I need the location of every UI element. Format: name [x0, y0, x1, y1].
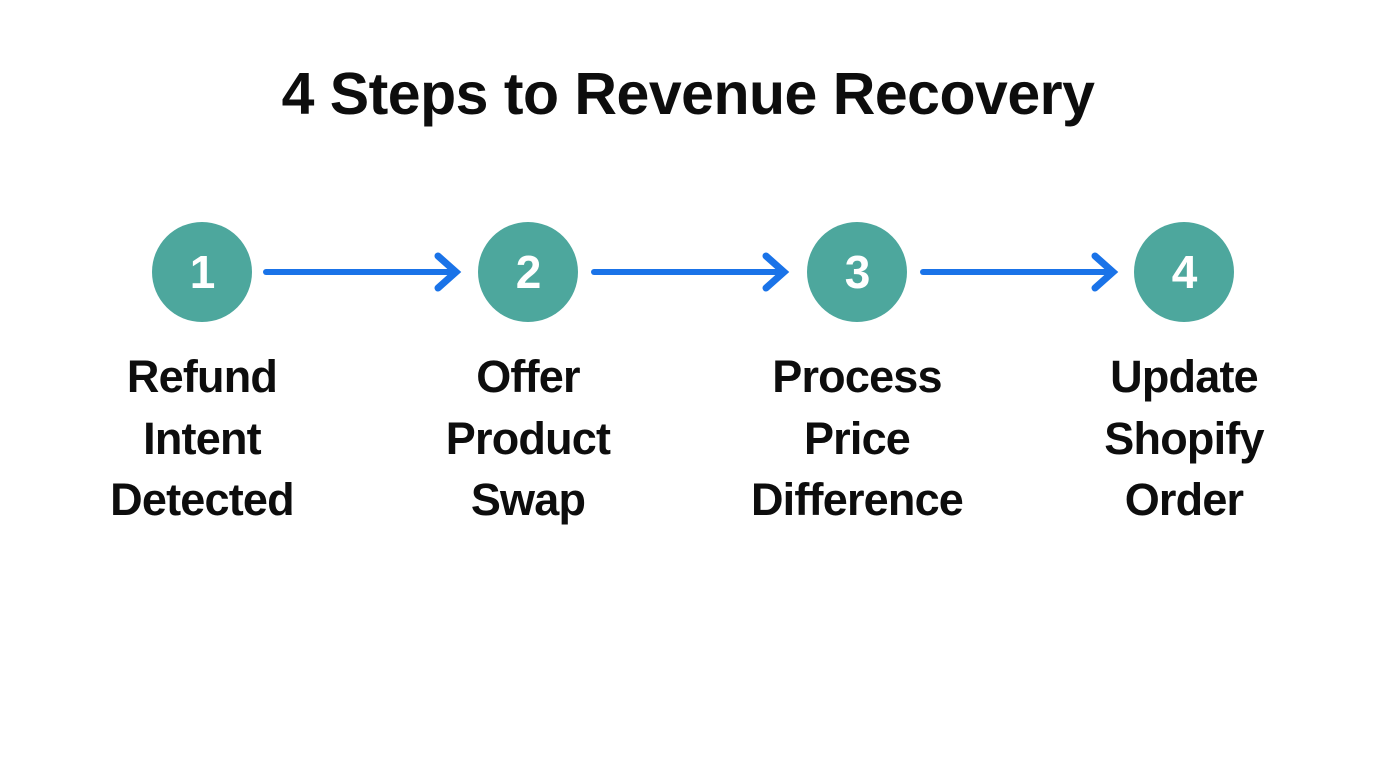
step-4-number: 4	[1171, 246, 1198, 298]
step-1[interactable]: 1 Refund Intent Detected	[72, 222, 332, 531]
step-3-number: 3	[844, 246, 871, 298]
step-3-circle: 3	[807, 222, 907, 322]
arrow-step-1-to-2	[263, 246, 462, 298]
step-2[interactable]: 2 Offer Product Swap	[398, 222, 658, 531]
step-1-label: Refund Intent Detected	[110, 351, 294, 526]
step-2-circle: 2	[478, 222, 578, 322]
arrow-step-3-to-4	[920, 246, 1119, 298]
step-1-number: 1	[189, 246, 216, 298]
page-title: 4 Steps to Revenue Recovery	[281, 61, 1095, 127]
step-2-label: Offer Product Swap	[445, 351, 611, 526]
step-4-circle: 4	[1134, 222, 1234, 322]
process-flow-steps: 1 Refund Intent Detected 2 Offer Product…	[0, 222, 1376, 622]
step-4[interactable]: 4 Update Shopify Order	[1054, 222, 1314, 531]
step-1-circle: 1	[152, 222, 252, 322]
step-2-number: 2	[515, 246, 542, 298]
arrow-step-2-to-3	[591, 246, 790, 298]
step-3[interactable]: 3 Process Price Difference	[727, 222, 987, 531]
step-4-label: Update Shopify Order	[1104, 351, 1264, 526]
step-3-label: Process Price Difference	[750, 351, 964, 526]
